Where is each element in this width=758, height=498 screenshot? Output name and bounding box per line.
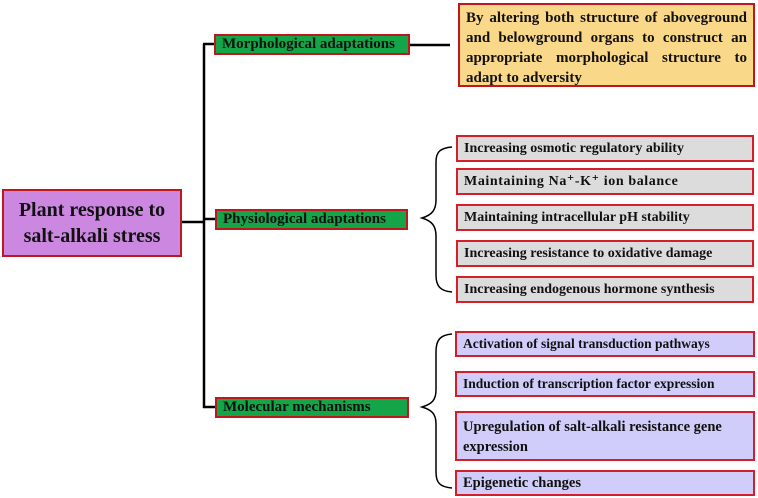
category-physiological: Physiological adaptations: [215, 209, 408, 230]
item-label: Upregulation of salt-alkali resistance g…: [463, 418, 722, 455]
physiological-item: Increasing endogenous hormone synthesis: [456, 276, 754, 303]
root-node: Plant response to salt-alkali stress: [2, 189, 182, 257]
physiological-brace: [419, 146, 453, 293]
molecular-item: Induction of transcription factor expres…: [455, 371, 755, 397]
physiological-item: Maintaining intracellular pH stability: [456, 204, 754, 231]
category-label: Molecular mechanisms: [223, 399, 371, 415]
morphological-description: By altering both structure of abovegroun…: [458, 3, 755, 87]
root-label: Plant response to salt-alkali stress: [18, 199, 166, 247]
category-label: Morphological adaptations: [222, 36, 395, 52]
physiological-item: Maintaining Na⁺-K⁺ ion balance: [456, 168, 754, 195]
molecular-brace: [419, 333, 453, 489]
item-label: Increasing resistance to oxidative damag…: [464, 245, 713, 261]
item-label: Epigenetic changes: [463, 474, 582, 491]
category-molecular: Molecular mechanisms: [215, 397, 409, 418]
item-label: Increasing osmotic regulatory ability: [464, 140, 684, 156]
molecular-item: Epigenetic changes: [455, 470, 755, 496]
physiological-item: Increasing resistance to oxidative damag…: [456, 240, 754, 267]
item-label: Induction of transcription factor expres…: [463, 376, 715, 391]
item-label: Maintaining intracellular pH stability: [464, 209, 690, 225]
physiological-item: Increasing osmotic regulatory ability: [456, 135, 754, 162]
category-morphological: Morphological adaptations: [214, 34, 410, 55]
item-label: Activation of signal transduction pathwa…: [463, 336, 710, 351]
description-text: By altering both structure of abovegroun…: [466, 10, 747, 86]
molecular-item: Activation of signal transduction pathwa…: [455, 331, 755, 357]
item-label: Increasing endogenous hormone synthesis: [464, 281, 715, 297]
category-label: Physiological adaptations: [223, 211, 386, 227]
molecular-item: Upregulation of salt-alkali resistance g…: [455, 411, 755, 461]
item-label: Maintaining Na⁺-K⁺ ion balance: [464, 174, 679, 189]
